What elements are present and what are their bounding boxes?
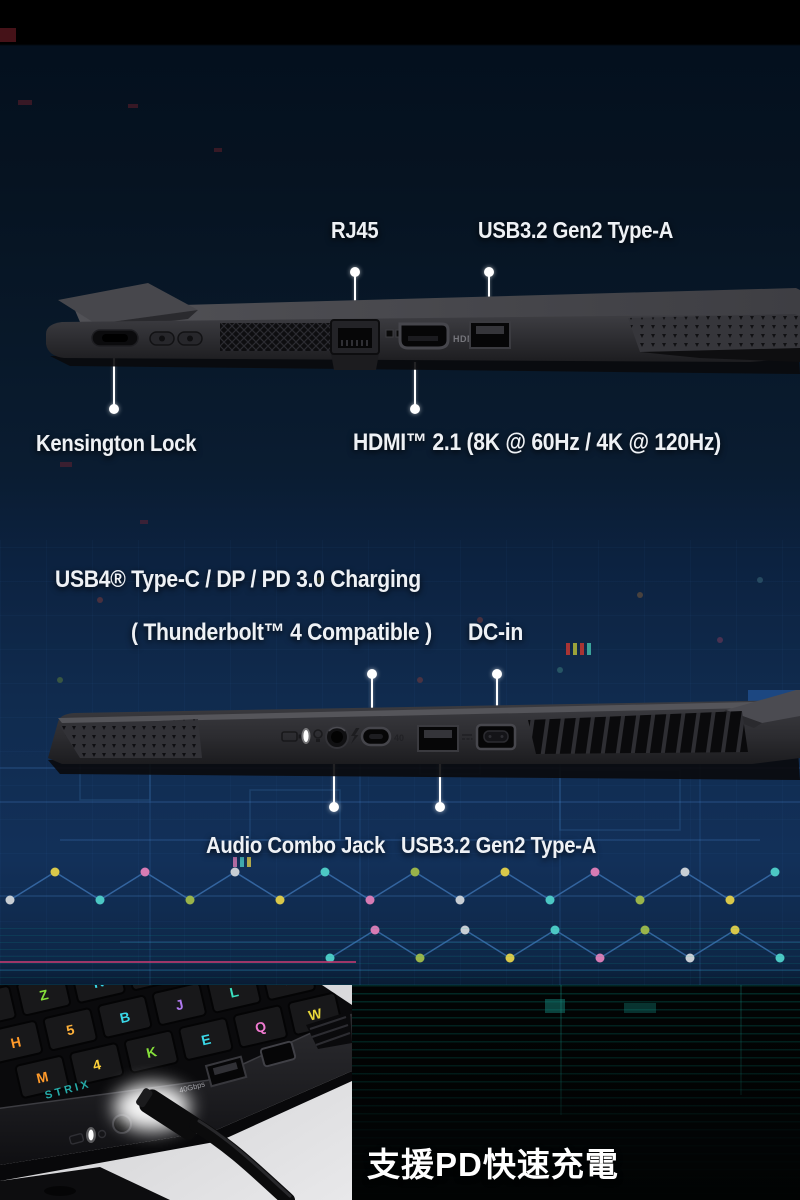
svg-text:H: H: [9, 1033, 22, 1051]
laptop1-lid-edge: [74, 288, 800, 322]
laptop-left-side-view: HDMI: [46, 283, 800, 374]
callout-line-hdmi: [414, 362, 416, 408]
charge-led: [301, 728, 311, 744]
thunderbolt-icon: [351, 728, 360, 744]
svg-text:B: B: [118, 1008, 131, 1026]
svg-text:K: K: [145, 1043, 158, 1061]
battery-charge-icon: [281, 731, 301, 742]
label-audio-jack: Audio Combo Jack: [206, 832, 386, 858]
kensington-lock-slot: [91, 329, 139, 347]
scanline-band: [0, 928, 800, 988]
callout-line-kensington: [113, 358, 115, 408]
svg-text:Q: Q: [253, 1018, 267, 1036]
noise-dash: [140, 520, 148, 524]
callout-dot-rj45: [350, 267, 360, 277]
usb-speed-mark: 40: [394, 733, 404, 743]
rj45-port: [330, 319, 380, 370]
callout-dot-dcin: [492, 669, 502, 679]
label-dc-in: DC-in: [468, 619, 523, 646]
callout-line-dcin: [496, 678, 498, 708]
svg-text:4: 4: [91, 1056, 102, 1073]
rgb-keyboard-keys: 4ZR80DH5BJLPM4KEQW: [0, 985, 343, 1099]
callout-line-usb32-bottom: [439, 760, 441, 806]
callout-dot-hdmi: [410, 404, 420, 414]
noise-dash: [0, 28, 16, 42]
label-usb4-line1: USB4® Type-C / DP / PD 3.0 Charging: [55, 566, 421, 593]
left-intake-vent: [60, 719, 202, 758]
laptop-bottom-corner: [0, 1167, 170, 1200]
callout-dot-usb32-bottom: [435, 802, 445, 812]
side-vent-grille: [220, 323, 342, 351]
usb-c-cable: [136, 1088, 295, 1200]
dc-in-port: [475, 723, 517, 751]
callout-line-audio: [333, 760, 335, 806]
dc-symbol: [462, 734, 473, 740]
svg-text:5: 5: [65, 1021, 76, 1038]
laptop1-lid-flap: [58, 283, 198, 324]
callout-line-usb4: [371, 678, 373, 708]
noise-dash: [60, 462, 72, 467]
rear-exhaust-vent: [628, 314, 800, 352]
svg-text:M: M: [35, 1068, 50, 1086]
audio-combo-jack-port: [325, 725, 349, 749]
svg-text:E: E: [200, 1031, 213, 1049]
label-kensington: Kensington Lock: [36, 430, 197, 456]
label-usb4-line2: ( Thunderbolt™ 4 Compatible ): [131, 619, 432, 646]
laptop1-bottom-shade: [640, 348, 800, 362]
callout-dot-audio: [329, 802, 339, 812]
svg-text:J: J: [174, 996, 185, 1013]
laptop2-lid-flap: [726, 690, 800, 723]
hdmi-port: [398, 322, 450, 350]
label-usb32-bottom: USB3.2 Gen2 Type-A: [401, 832, 597, 858]
lock-indicator-ovals: [149, 331, 203, 346]
label-rj45: RJ45: [331, 217, 379, 243]
scanline-panel: [352, 985, 800, 1200]
usb-a-port-right: [417, 725, 459, 752]
laptop2-top-edge: [58, 701, 800, 723]
hdmi-port-label: HDMI: [453, 334, 478, 344]
svg-text:P: P: [282, 985, 295, 988]
rubber-foot: [44, 1186, 76, 1196]
svg-text:Z: Z: [38, 986, 50, 1004]
label-usb32-top: USB3.2 Gen2 Type-A: [478, 217, 674, 243]
laptop-right-side-view: 40: [48, 690, 800, 780]
callout-dot-usb32-top: [484, 267, 494, 277]
noise-dash: [214, 148, 222, 152]
callout-dot-kensington: [109, 404, 119, 414]
usb-a-port-left: [469, 321, 511, 349]
noise-dash: [18, 100, 32, 105]
noise-dash: [128, 104, 138, 108]
lamp-icon: [313, 729, 323, 742]
right-exhaust-vent: [528, 711, 748, 754]
pixel-dash-cluster: [566, 643, 591, 655]
svg-text:L: L: [228, 985, 240, 1001]
magenta-accent-line: [0, 961, 356, 963]
svg-text:W: W: [307, 1005, 324, 1024]
laptop-underside-edge: [0, 1071, 352, 1181]
callout-line-rj45: [354, 276, 356, 324]
svg-text:R: R: [92, 985, 105, 991]
scanline-fade: [352, 985, 800, 1200]
callout-dot-usb4: [367, 669, 377, 679]
label-hdmi: HDMI™ 2.1 (8K @ 60Hz / 4K @ 120Hz): [353, 429, 721, 456]
laptop-charging-photo: 4ZR80DH5BJLPM4KEQW STRIX 40Gbps: [0, 985, 352, 1200]
photo-caption: 支援PD快速充電: [367, 1146, 619, 1183]
usb-c-port: [360, 726, 392, 747]
